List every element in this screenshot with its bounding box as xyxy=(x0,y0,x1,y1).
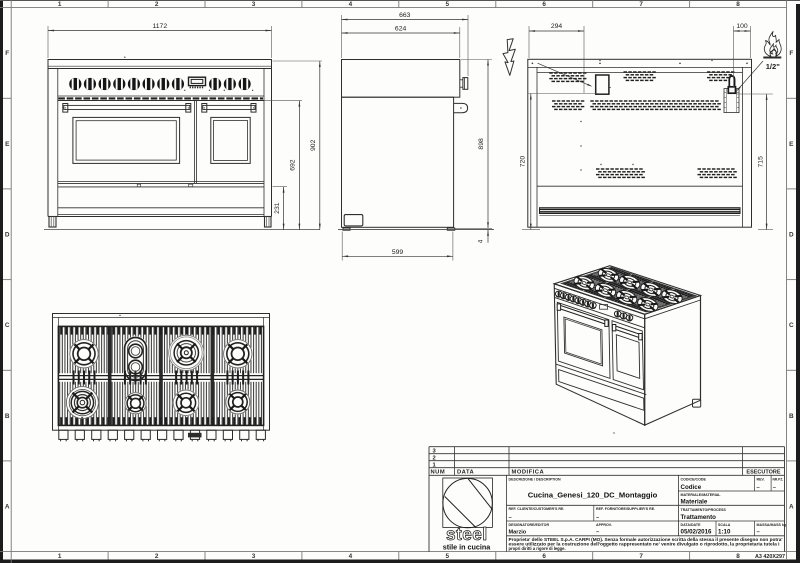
svg-text:4: 4 xyxy=(349,1,353,8)
svg-text:7: 7 xyxy=(639,1,643,8)
svg-text:E: E xyxy=(789,141,794,148)
svg-text:663: 663 xyxy=(399,12,411,19)
svg-text:–: – xyxy=(509,515,513,521)
svg-text:1172: 1172 xyxy=(152,23,167,30)
svg-text:5: 5 xyxy=(446,1,450,8)
svg-text:A: A xyxy=(789,504,794,511)
svg-text:C: C xyxy=(5,322,10,329)
svg-text:3: 3 xyxy=(252,553,256,560)
svg-text:A: A xyxy=(5,504,10,511)
svg-text:720: 720 xyxy=(520,156,527,168)
svg-text:E: E xyxy=(5,141,10,148)
svg-text:DESCRIZIONE / DESCRIPTION: DESCRIZIONE / DESCRIPTION xyxy=(509,478,562,482)
svg-text:–: – xyxy=(757,485,761,491)
svg-text:essere utilizzato per la costr: essere utilizzato per la costruzione del… xyxy=(509,541,780,546)
svg-text:294: 294 xyxy=(551,23,563,30)
svg-text:SCALA: SCALA xyxy=(718,523,731,527)
svg-text:DATA/DATE: DATA/DATE xyxy=(681,523,702,527)
svg-text:6: 6 xyxy=(542,1,546,8)
svg-text:231: 231 xyxy=(274,202,281,214)
svg-text:1: 1 xyxy=(433,463,437,469)
svg-text:REF. FORNITORE/SUPPLIER'S RE.: REF. FORNITORE/SUPPLIER'S RE. xyxy=(596,507,655,511)
svg-text:8: 8 xyxy=(736,553,740,560)
svg-text:2: 2 xyxy=(433,456,436,462)
svg-text:propri diritti a rigore di leg: propri diritti a rigore di legge. xyxy=(509,546,566,551)
svg-text:C: C xyxy=(789,322,794,329)
svg-text:624: 624 xyxy=(395,26,407,33)
svg-text:stile in cucina: stile in cucina xyxy=(443,543,492,552)
svg-text:100: 100 xyxy=(736,23,748,30)
svg-text:2: 2 xyxy=(155,553,159,560)
svg-text:Materiale: Materiale xyxy=(681,498,708,505)
svg-text:NR.PZ.: NR.PZ. xyxy=(773,477,784,481)
svg-text:Proprieta' dello STEEL S.p.A.: Proprieta' dello STEEL S.p.A. CARPI (MO)… xyxy=(509,537,783,542)
svg-text:902: 902 xyxy=(310,139,317,151)
svg-text:3: 3 xyxy=(252,1,256,8)
svg-text:6: 6 xyxy=(542,553,546,560)
svg-text:DATA: DATA xyxy=(457,470,475,476)
svg-text:steel: steel xyxy=(446,524,488,544)
svg-text:D: D xyxy=(789,232,794,239)
svg-text:–: – xyxy=(596,515,600,521)
svg-text:8: 8 xyxy=(736,1,740,8)
svg-text:TRATTAMENTO/PROCESS: TRATTAMENTO/PROCESS xyxy=(681,508,727,512)
svg-text:Cucina_Genesi_120_DC_Montaggio: Cucina_Genesi_120_DC_Montaggio xyxy=(528,491,658,500)
svg-text:05/02/2016: 05/02/2016 xyxy=(681,528,713,535)
svg-text:Trattamento: Trattamento xyxy=(681,514,717,521)
svg-text:715: 715 xyxy=(758,156,765,168)
svg-text:692: 692 xyxy=(290,159,297,171)
svg-text:4: 4 xyxy=(479,239,485,243)
svg-text:3: 3 xyxy=(433,449,437,455)
svg-text:B: B xyxy=(5,413,10,420)
svg-text:REV.: REV. xyxy=(757,477,765,481)
svg-text:APPROV.: APPROV. xyxy=(596,523,612,527)
svg-text:DESIGNATORE/EDITOR: DESIGNATORE/EDITOR xyxy=(509,523,550,527)
svg-text:NUM: NUM xyxy=(431,470,446,476)
svg-text:5: 5 xyxy=(446,553,450,560)
svg-text:1: 1 xyxy=(58,553,62,560)
svg-text:MATERIALE/MATERIAL: MATERIALE/MATERIAL xyxy=(681,493,722,497)
svg-text:1/2": 1/2" xyxy=(766,62,781,71)
svg-text:599: 599 xyxy=(392,249,404,256)
svg-text:–: – xyxy=(596,529,600,535)
svg-text:MODIFICA: MODIFICA xyxy=(512,470,545,476)
svg-text:4: 4 xyxy=(349,553,353,560)
svg-text:1: 1 xyxy=(58,1,62,8)
svg-text:ESECUTORE: ESECUTORE xyxy=(746,470,780,476)
svg-text:B: B xyxy=(789,413,794,420)
svg-text:–: – xyxy=(773,485,777,491)
svg-text:898: 898 xyxy=(478,138,485,150)
svg-text:–: – xyxy=(757,529,761,535)
svg-text:2: 2 xyxy=(155,1,159,8)
svg-text:CODICE/CODE: CODICE/CODE xyxy=(681,477,707,481)
svg-text:Marzio: Marzio xyxy=(509,529,527,535)
svg-text:Codice: Codice xyxy=(681,484,702,491)
svg-text:F: F xyxy=(789,50,793,57)
svg-text:1:10: 1:10 xyxy=(718,528,731,535)
svg-text:F: F xyxy=(5,50,9,57)
svg-text:REF. CLIENTE/CUSTOMER'S RE.: REF. CLIENTE/CUSTOMER'S RE. xyxy=(509,507,565,511)
svg-text:MASSA/MASS kg: MASSA/MASS kg xyxy=(757,523,787,527)
svg-text:7: 7 xyxy=(639,553,643,560)
svg-text:A3 420X297: A3 420X297 xyxy=(755,554,785,560)
svg-text:D: D xyxy=(5,232,10,239)
